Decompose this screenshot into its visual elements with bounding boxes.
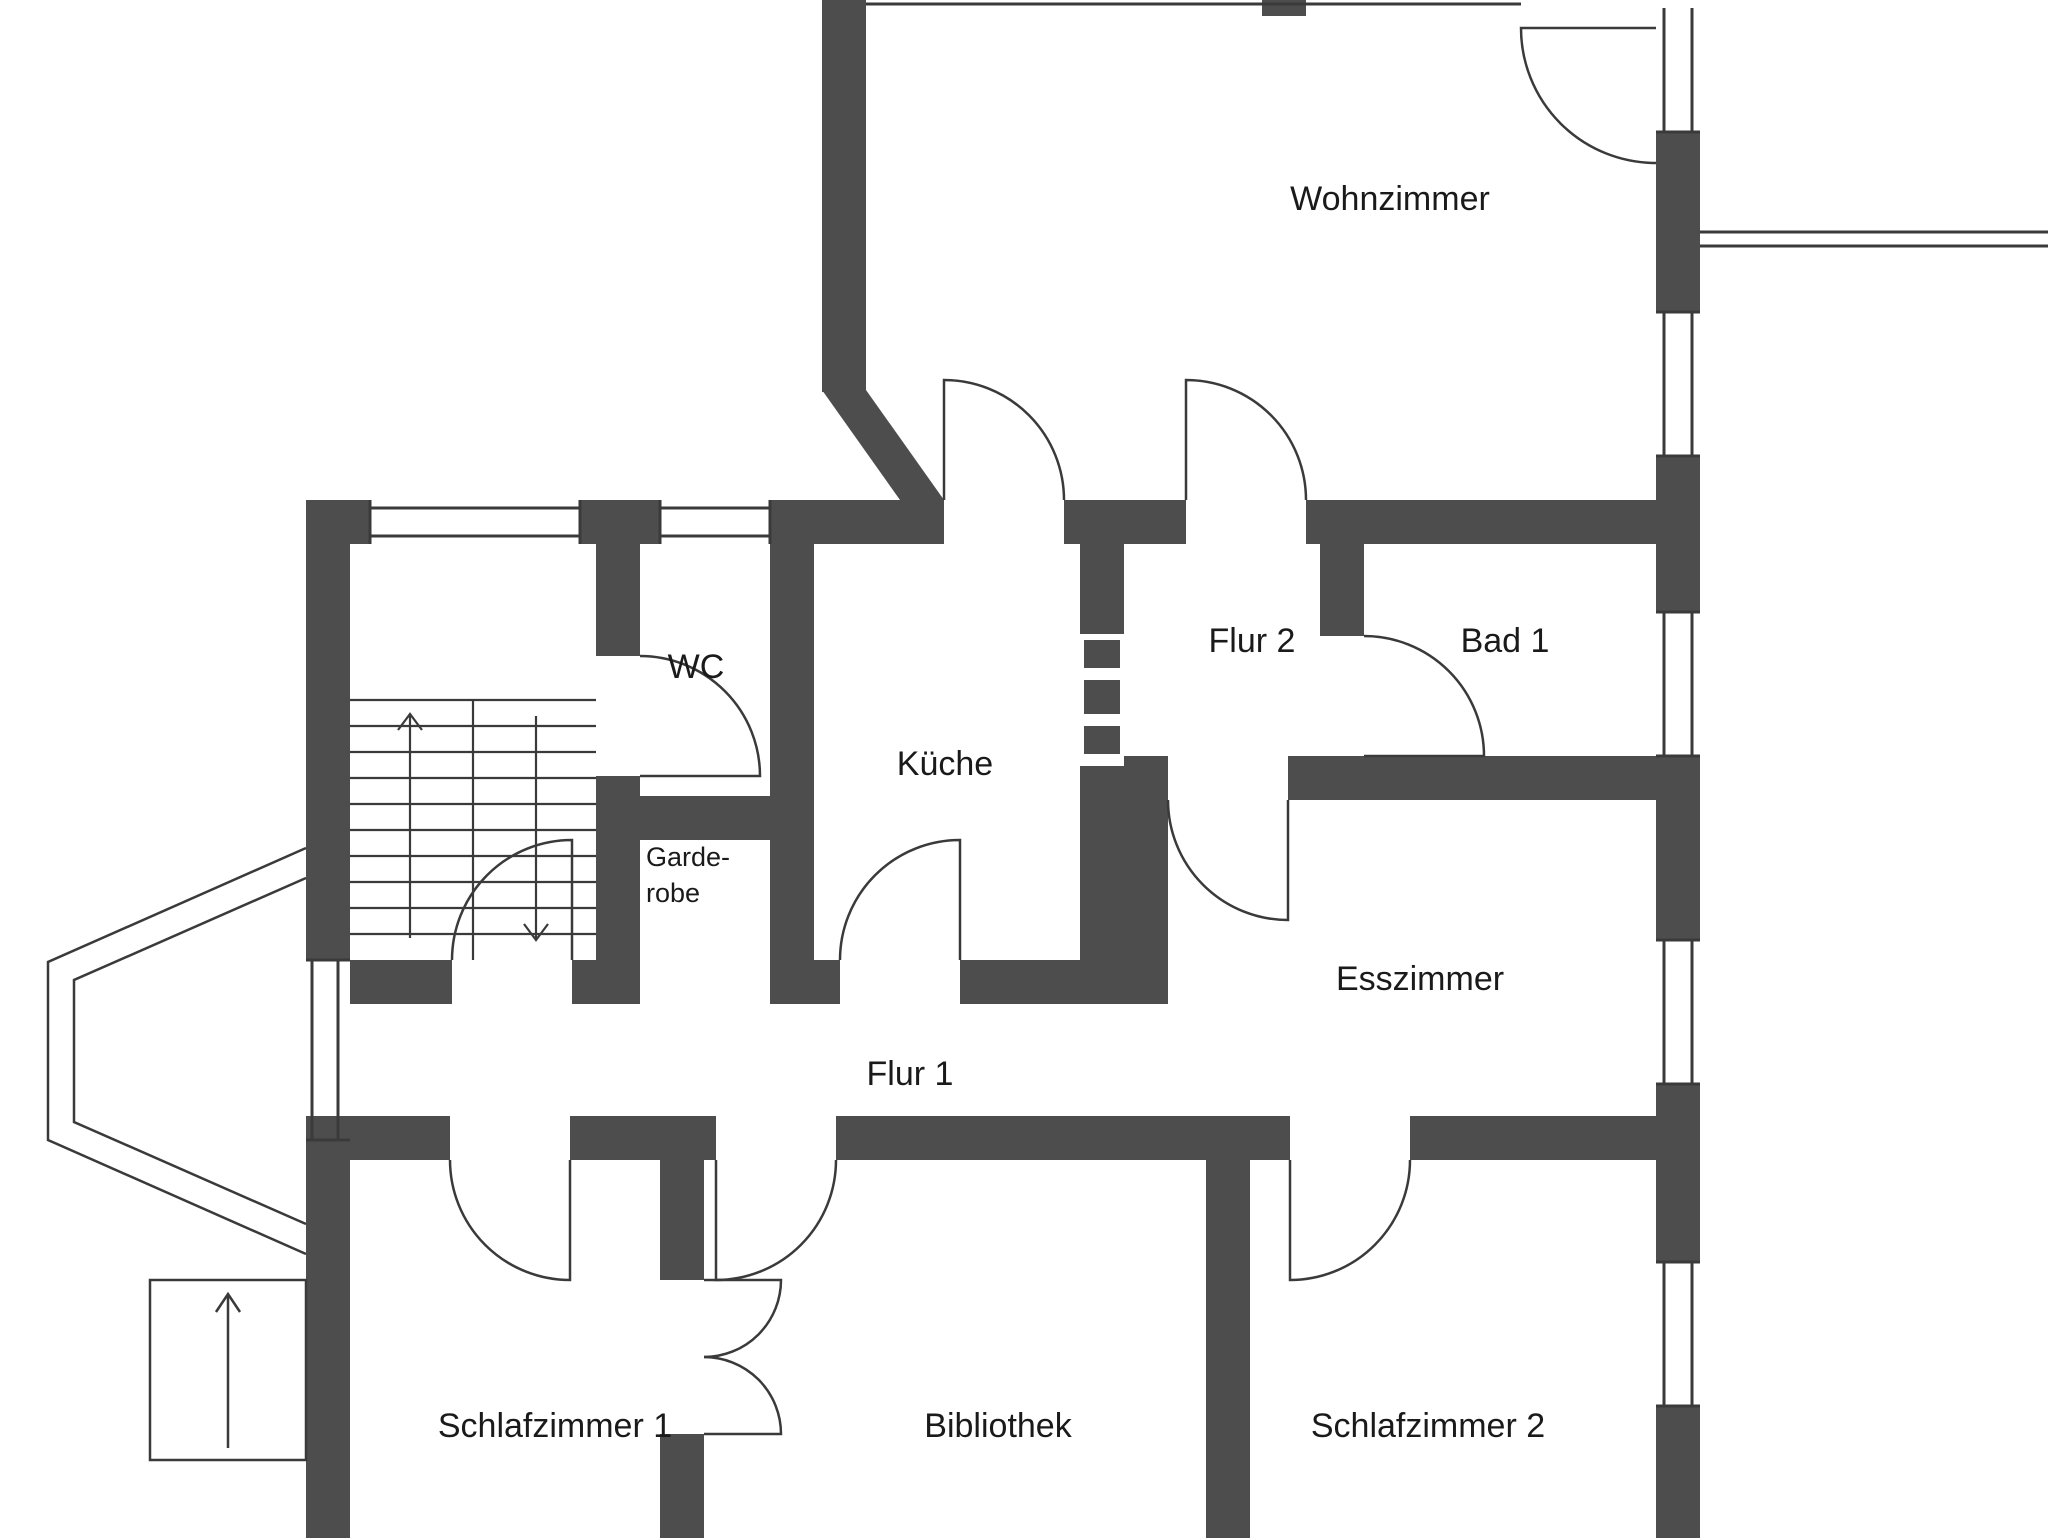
room-label-kueche: Küche <box>897 745 993 783</box>
room-label-garderobe-line1: Garde- <box>646 842 730 872</box>
wall-segment <box>1206 1160 1250 1538</box>
window-bay-opening <box>306 958 350 1142</box>
wall-segment <box>306 500 350 960</box>
stairs-down-arrow-icon <box>523 716 549 942</box>
room-label-flur1: Flur 1 <box>867 1055 954 1093</box>
window-right-1 <box>1656 8 1700 134</box>
adjoining-structure-line <box>1700 230 2048 248</box>
doors <box>448 26 1657 1436</box>
door-flur2-esszimmer <box>1166 799 1290 922</box>
bay-outline-outer <box>46 846 307 1256</box>
room-label-schlafzimmer2: Schlafzimmer 2 <box>1311 1407 1545 1445</box>
wall-segment <box>570 1116 716 1160</box>
room-label-schlafzimmer1: Schlafzimmer 1 <box>438 1407 672 1445</box>
flue-box <box>1084 726 1120 754</box>
windows <box>306 8 1700 1408</box>
room-labels: Wohnzimmer WC Küche Flur 2 Bad 1 Garde- … <box>438 180 1550 1445</box>
double-door-leaf-top <box>703 1278 783 1359</box>
wall-segment <box>596 544 640 656</box>
bay-outline-inner <box>72 876 307 1226</box>
wall-segment <box>1306 500 1656 544</box>
double-door-leaf-bottom <box>703 1355 783 1436</box>
wall-segment <box>960 960 1124 1004</box>
wall-segment <box>770 500 944 544</box>
wall-segment-diagonal <box>822 390 944 500</box>
wall-segment <box>306 500 370 544</box>
wall-segment <box>814 960 840 1004</box>
wall-segment <box>770 544 814 1004</box>
room-label-bad1: Bad 1 <box>1461 622 1550 660</box>
staircase <box>350 698 596 960</box>
room-label-bibliothek: Bibliothek <box>924 1407 1072 1445</box>
wall-segment <box>1064 500 1186 544</box>
wall-segment <box>1262 0 1306 16</box>
room-label-wohnzimmer: Wohnzimmer <box>1290 180 1490 218</box>
wall-segment <box>640 796 770 840</box>
window-right-2 <box>1656 310 1700 458</box>
stairs-up-arrow-icon <box>397 712 423 938</box>
window-right-4 <box>1656 938 1700 1086</box>
wall-segment <box>1656 1406 1700 1538</box>
wall-segment <box>1080 544 1124 1004</box>
wall-segment <box>822 0 866 392</box>
wall-segment <box>1656 132 1700 312</box>
wall-segment <box>1124 800 1168 1004</box>
misc-lines <box>866 2 2048 248</box>
wall-segment <box>660 1434 704 1538</box>
wall-segment <box>1124 756 1168 800</box>
room-label-wc: WC <box>668 648 725 686</box>
door-entry-wohnzimmer <box>1519 26 1657 165</box>
wall-segment <box>350 960 452 1004</box>
door-wohnzimmer-flur2 <box>1184 378 1308 501</box>
wall-segment <box>572 960 596 1004</box>
entrance-stairs <box>148 1278 308 1462</box>
door-flur2-bad1 <box>1363 634 1486 758</box>
door-kueche-flur1 <box>838 838 962 961</box>
walls <box>306 0 1700 1538</box>
wall-segment <box>1410 1116 1656 1160</box>
wall-segment <box>660 1160 704 1280</box>
entrance-stairs-outline <box>148 1278 308 1462</box>
room-label-flur2: Flur 2 <box>1209 622 1296 660</box>
door-schlafzimmer1 <box>448 1159 572 1282</box>
door-wc <box>639 654 762 778</box>
wall-segment <box>1656 456 1700 612</box>
wall-segment <box>1320 544 1364 636</box>
wall-segment <box>306 1116 450 1160</box>
flue-block <box>1080 634 1124 766</box>
window-right-3 <box>1656 610 1700 758</box>
window-top-wc <box>658 500 772 544</box>
bay-window <box>46 846 307 1256</box>
wall-segment <box>836 1116 1290 1160</box>
wall-segment <box>580 500 660 544</box>
wall-segment <box>1288 756 1656 800</box>
wall-segment <box>1656 756 1700 940</box>
door-wohnzimmer-kueche <box>942 378 1066 501</box>
door-bibliothek <box>714 1159 838 1282</box>
flue-box <box>1084 680 1120 714</box>
wall-segment <box>306 1140 350 1538</box>
window-right-5 <box>1656 1260 1700 1408</box>
room-label-garderobe-line2: robe <box>646 878 700 908</box>
door-schlafzimmer2 <box>1288 1159 1412 1282</box>
entrance-up-arrow-icon <box>214 1291 242 1448</box>
flue-box <box>1084 640 1120 668</box>
door-stairwell-flur1 <box>450 838 574 961</box>
room-label-esszimmer: Esszimmer <box>1336 960 1504 998</box>
wall-segment <box>1656 1084 1700 1262</box>
window-top-stairwell <box>368 500 582 544</box>
wall-segment <box>596 776 640 1004</box>
